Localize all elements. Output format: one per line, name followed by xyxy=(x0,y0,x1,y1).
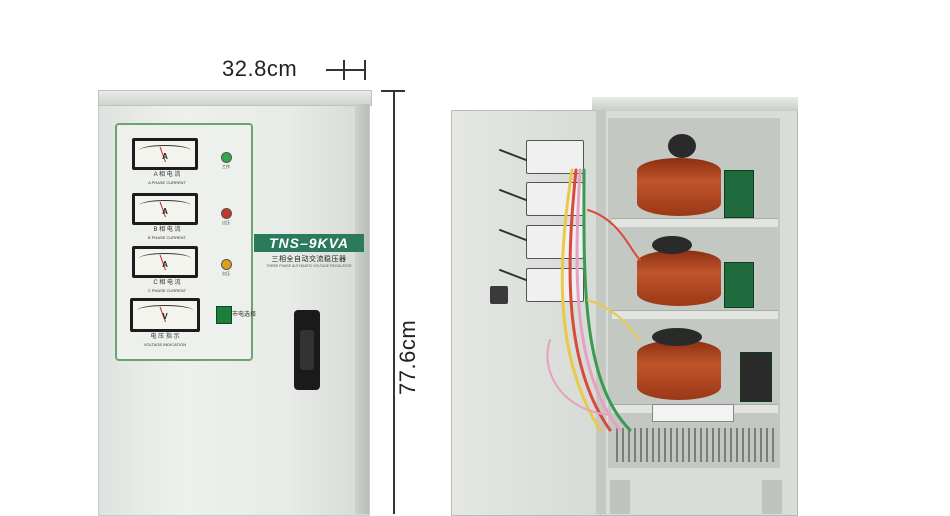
meter-back-4 xyxy=(526,268,584,302)
meter-c-phase: A C 相 电 流 C PHASE CURRENT xyxy=(132,246,202,294)
regulator-front-side xyxy=(355,104,369,514)
transformer-coil-2 xyxy=(637,250,721,306)
meter-back-1 xyxy=(526,140,584,174)
transformer-coil-3-brush xyxy=(652,328,702,346)
height-dimension-label: 77.6cm xyxy=(395,319,420,395)
cabinet-leg-right xyxy=(762,480,782,514)
overvoltage-indicator-light xyxy=(221,208,232,219)
cabinet-leg-left xyxy=(610,480,630,514)
ammeter-b: A xyxy=(132,193,198,225)
meter-a-label: A 相 电 流 xyxy=(153,172,181,178)
undervoltage-indicator-label: 欠压 xyxy=(222,271,230,276)
meter-voltage-label-en: VOLTAGE INDICATION xyxy=(143,342,187,347)
model-nameplate: TNS–9KVA xyxy=(254,234,364,252)
meter-b-phase: A B 相 电 流 B PHASE CURRENT xyxy=(132,193,202,241)
transformer-coil-1-brush xyxy=(668,134,696,158)
voltmeter: V xyxy=(130,298,200,332)
door-hinge-edge xyxy=(596,110,606,514)
product-subtitle: 三相全自动交流稳压器 xyxy=(271,256,347,263)
control-board-1 xyxy=(724,170,754,218)
ammeter-a: A xyxy=(132,138,198,170)
ventilation-grille xyxy=(616,428,778,462)
control-board-3 xyxy=(740,352,772,402)
ammeter-c: A xyxy=(132,246,198,278)
transformer-coil-2-brush xyxy=(652,236,692,254)
door-handle-grip xyxy=(300,330,314,370)
width-dimension-tick-right xyxy=(364,60,366,80)
meter-a-phase: A A 相 电 流 A PHASE CURRENT xyxy=(132,138,202,186)
width-dimension-tick-left xyxy=(343,60,345,80)
meter-c-label: C 相 电 流 xyxy=(153,280,181,286)
meter-b-label-en: B PHASE CURRENT xyxy=(147,235,186,240)
regulator-front-top-cover xyxy=(98,90,372,106)
mains-select-switch[interactable] xyxy=(216,306,232,324)
control-board-2 xyxy=(724,262,754,308)
mains-select-label: 市电选择 xyxy=(232,312,257,318)
cabinet-shelf-middle xyxy=(612,310,778,319)
internal-wiring xyxy=(499,149,641,432)
transformer-coil-1 xyxy=(637,158,721,216)
meter-voltage: V 电 压 指 示 VOLTAGE INDICATION xyxy=(130,298,200,348)
overvoltage-indicator-label: 过压 xyxy=(222,220,230,225)
meter-c-label-en: C PHASE CURRENT xyxy=(147,288,187,293)
door-switch-back xyxy=(490,286,508,304)
meter-a-label-en: A PHASE CURRENT xyxy=(148,180,186,185)
work-indicator-light xyxy=(221,152,232,163)
transformer-coil-3 xyxy=(637,340,721,400)
cabinet-shelf-top xyxy=(612,218,778,227)
meter-b-label: B 相 电 流 xyxy=(153,227,181,233)
product-subtitle-en: THREE PHASE AUTOMATIC VOLTAGE REGULATOR xyxy=(266,264,352,268)
meter-back-3 xyxy=(526,225,584,259)
height-dimension-line xyxy=(393,90,395,514)
width-dimension-line xyxy=(326,69,366,71)
width-dimension-label: 32.8cm xyxy=(222,56,298,81)
regulator-open-top-cover xyxy=(592,97,798,111)
work-indicator-label: 工作 xyxy=(222,164,230,169)
terminal-block xyxy=(652,404,734,422)
meter-voltage-label: 电 压 指 示 xyxy=(150,334,180,340)
undervoltage-indicator-light xyxy=(221,259,232,270)
